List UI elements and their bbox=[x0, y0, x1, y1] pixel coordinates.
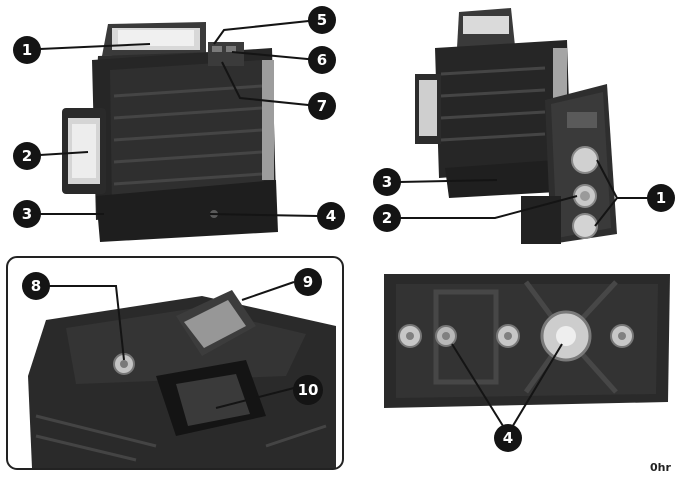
svg-text:2: 2 bbox=[22, 147, 32, 165]
svg-text:10: 10 bbox=[298, 381, 319, 399]
svg-text:8: 8 bbox=[31, 277, 41, 295]
laser-with-bracket-view: 3 2 1 bbox=[345, 0, 681, 250]
svg-text:1: 1 bbox=[22, 41, 32, 59]
bracket-underside-view: 4 bbox=[376, 262, 681, 472]
svg-text:3: 3 bbox=[22, 205, 32, 223]
svg-text:7: 7 bbox=[317, 97, 327, 115]
svg-text:9: 9 bbox=[303, 273, 313, 291]
svg-text:6: 6 bbox=[317, 51, 327, 69]
battery-illustration: 8 9 10 bbox=[6, 256, 344, 470]
callout-2: 2 bbox=[373, 204, 401, 232]
svg-text:4: 4 bbox=[326, 207, 336, 225]
callout-3: 3 bbox=[13, 200, 41, 228]
svg-text:5: 5 bbox=[317, 11, 327, 29]
callout-4: 4 bbox=[317, 202, 345, 230]
laser-bracket-illustration: 3 2 1 bbox=[373, 8, 675, 244]
callout-4: 4 bbox=[494, 424, 522, 452]
svg-text:1: 1 bbox=[656, 189, 666, 207]
callout-6: 6 bbox=[308, 46, 336, 74]
bracket-underside-illustration: 4 bbox=[384, 274, 670, 452]
callout-1: 1 bbox=[647, 184, 675, 212]
laser-front-view: 1 2 3 4 5 6 7 bbox=[0, 0, 345, 250]
callout-3: 3 bbox=[373, 168, 401, 196]
callout-8: 8 bbox=[22, 272, 50, 300]
callout-10: 10 bbox=[293, 375, 323, 405]
svg-text:2: 2 bbox=[382, 209, 392, 227]
callout-7: 7 bbox=[308, 92, 336, 120]
callout-1: 1 bbox=[13, 36, 41, 64]
page-mark: 0hr bbox=[650, 461, 671, 474]
callout-9: 9 bbox=[294, 268, 322, 296]
laser-front-illustration: 1 2 3 4 5 6 7 bbox=[13, 6, 345, 242]
callout-5: 5 bbox=[308, 6, 336, 34]
svg-text:3: 3 bbox=[382, 173, 392, 191]
callout-2: 2 bbox=[13, 142, 41, 170]
svg-text:4: 4 bbox=[503, 429, 513, 447]
battery-compartment-closeup: 8 9 10 bbox=[6, 256, 344, 470]
